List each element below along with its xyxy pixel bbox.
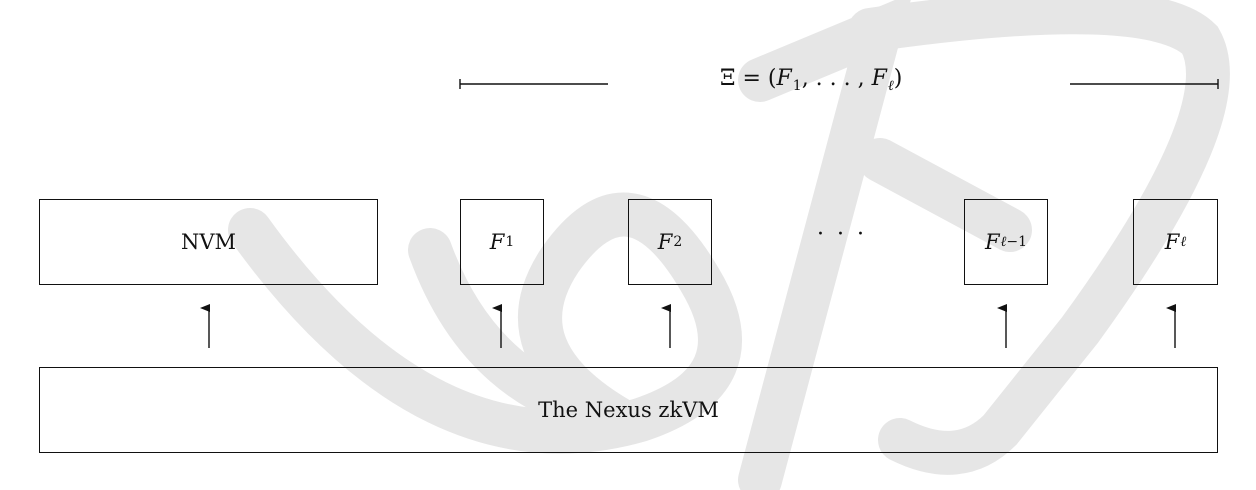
sequence-label: Ξ = (F1, . . . , Fℓ) (720, 66, 960, 95)
f-lminus1-main: F (984, 230, 1000, 254)
f-l-sub: ℓ (1180, 233, 1187, 250)
watermark-stroke-b (408, 228, 582, 422)
watermark-stroke-a (228, 192, 742, 454)
f2-sub: 2 (673, 234, 683, 250)
ellipsis: · · · (817, 222, 867, 247)
equals-open: = ( (735, 66, 777, 91)
f-l-main: F (1164, 230, 1180, 254)
close-paren: ) (893, 66, 903, 91)
watermark-stroke-e (858, 138, 1032, 252)
f1-sub: 1 (505, 234, 515, 250)
seq-fl-sub: ℓ (887, 78, 894, 94)
nexus-zkvm-label: The Nexus zkVM (538, 398, 719, 422)
f-lminus1-sub-rest: −1 (1006, 234, 1028, 250)
seq-fl: F (871, 66, 887, 91)
seq-dots: , . . . , (801, 66, 872, 91)
nvm-box: NVM (39, 199, 378, 285)
xi-symbol: Ξ (720, 66, 736, 91)
f2-main: F (657, 230, 673, 254)
nvm-label: NVM (180, 230, 237, 254)
seq-f1: F (776, 66, 792, 91)
nexus-zkvm-box: The Nexus zkVM (39, 367, 1218, 453)
f-lminus1-sub-var: ℓ (1000, 233, 1007, 250)
f1-main: F (489, 230, 505, 254)
watermark-stroke-d (848, 0, 1230, 475)
seq-f1-sub: 1 (792, 78, 802, 94)
